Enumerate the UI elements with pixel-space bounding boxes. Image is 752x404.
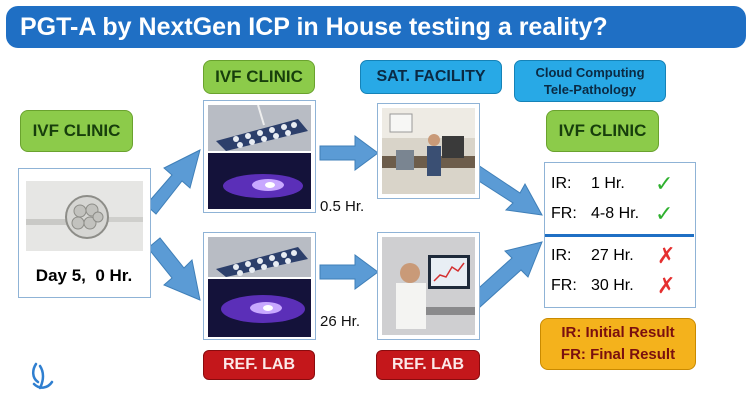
check-icon: ✓ — [655, 171, 674, 196]
sat-facility-label: SAT. FACILITY — [360, 60, 502, 94]
legend-box: IR: Initial Result FR: Final Result — [540, 318, 696, 370]
result-divider — [545, 234, 694, 237]
ivf-clinic-label-left: IVF CLINIC — [20, 110, 133, 152]
ivf-clinic-label-right: IVF CLINIC — [546, 110, 659, 152]
result-row: FR: 4-8 Hr. ✓ — [551, 201, 674, 226]
arrow-bottom-right — [469, 241, 543, 308]
results-panel: IR: 1 Hr. ✓ FR: 4-8 Hr. ✓ IR: 27 Hr. ✗ F… — [544, 162, 696, 308]
ref-lab-label-1: REF. LAB — [203, 350, 315, 380]
arrow-top-middle — [319, 135, 379, 171]
arrow-up-left — [145, 149, 201, 215]
company-logo — [32, 362, 54, 390]
time-bottom: 26 Hr. — [320, 313, 361, 330]
embryo-image — [26, 181, 143, 251]
fluorescence-photo-bottom — [208, 279, 311, 337]
chip-photo-top — [208, 105, 311, 151]
arrow-top-right — [470, 164, 543, 216]
result-row: FR: 30 Hr. ✗ — [551, 273, 676, 298]
time-top: 0.5 Hr. — [320, 198, 365, 215]
cloud-computing-badge: Cloud Computing Tele-Pathology — [514, 60, 666, 102]
arrow-down-left — [147, 237, 201, 301]
sat-facility-image-panel — [377, 103, 480, 199]
lab-room-photo — [382, 108, 475, 194]
result-row: IR: 1 Hr. ✓ — [551, 171, 674, 196]
ivf-clinic-label-top: IVF CLINIC — [203, 60, 315, 94]
page-title: PGT-A by NextGen ICP in House testing a … — [20, 13, 608, 41]
fluorescence-photo-top — [208, 153, 311, 209]
ref-lab-image-panel — [203, 232, 316, 340]
ref-lab-label-2: REF. LAB — [376, 350, 480, 380]
chip-photo-bottom — [208, 237, 311, 277]
title-banner: PGT-A by NextGen ICP in House testing a … — [6, 6, 746, 48]
ivf-clinic-image-panel — [203, 100, 316, 213]
result-row: IR: 27 Hr. ✗ — [551, 243, 676, 268]
analyst-photo — [382, 237, 475, 335]
arrow-bottom-middle — [319, 254, 379, 290]
day-label: Day 5, 0 Hr. — [35, 266, 133, 285]
embryo-panel: Day 5, 0 Hr. — [18, 168, 151, 298]
check-icon: ✓ — [655, 201, 674, 226]
cross-icon: ✗ — [657, 273, 676, 298]
cross-icon: ✗ — [657, 243, 676, 268]
ref-lab-computer-panel — [377, 232, 480, 340]
